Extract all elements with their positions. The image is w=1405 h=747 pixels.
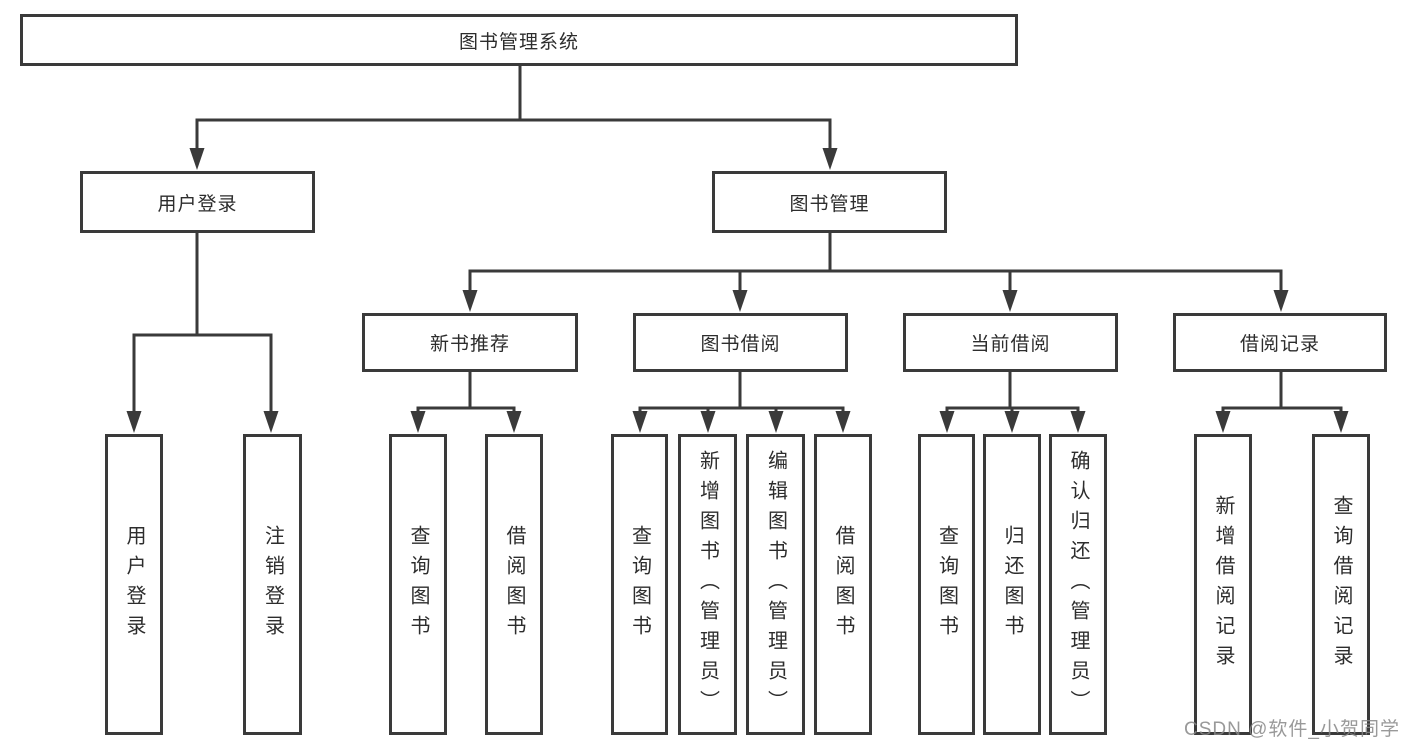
- node-library-system: 图书管理系统: [20, 14, 1018, 66]
- csdn-watermark: CSDN @软件_小贺同学: [1184, 719, 1400, 740]
- leaf-borrow-books-rec: 借阅图书: [485, 434, 543, 735]
- leaf-logout: 注销登录: [243, 434, 302, 735]
- leaf-query-borrow-record: 查询借阅记录: [1312, 434, 1370, 735]
- node-new-book-recommend: 新书推荐: [362, 313, 578, 372]
- node-current-borrow: 当前借阅: [903, 313, 1118, 372]
- leaf-query-books-borrow: 查询图书: [611, 434, 668, 735]
- leaf-query-books-current: 查询图书: [918, 434, 975, 735]
- node-book-borrow: 图书借阅: [633, 313, 848, 372]
- leaf-borrow-books: 借阅图书: [814, 434, 872, 735]
- leaf-confirm-return-admin: 确认归还（管理员）: [1049, 434, 1107, 735]
- leaf-add-books-admin: 新增图书（管理员）: [678, 434, 737, 735]
- node-borrow-record: 借阅记录: [1173, 313, 1387, 372]
- leaf-edit-books-admin: 编辑图书（管理员）: [746, 434, 805, 735]
- leaf-return-books: 归还图书: [983, 434, 1041, 735]
- node-user-login: 用户登录: [80, 171, 315, 233]
- leaf-add-borrow-record: 新增借阅记录: [1194, 434, 1252, 735]
- leaf-user-login: 用户登录: [105, 434, 163, 735]
- node-book-management: 图书管理: [712, 171, 947, 233]
- leaf-query-books-rec: 查询图书: [389, 434, 447, 735]
